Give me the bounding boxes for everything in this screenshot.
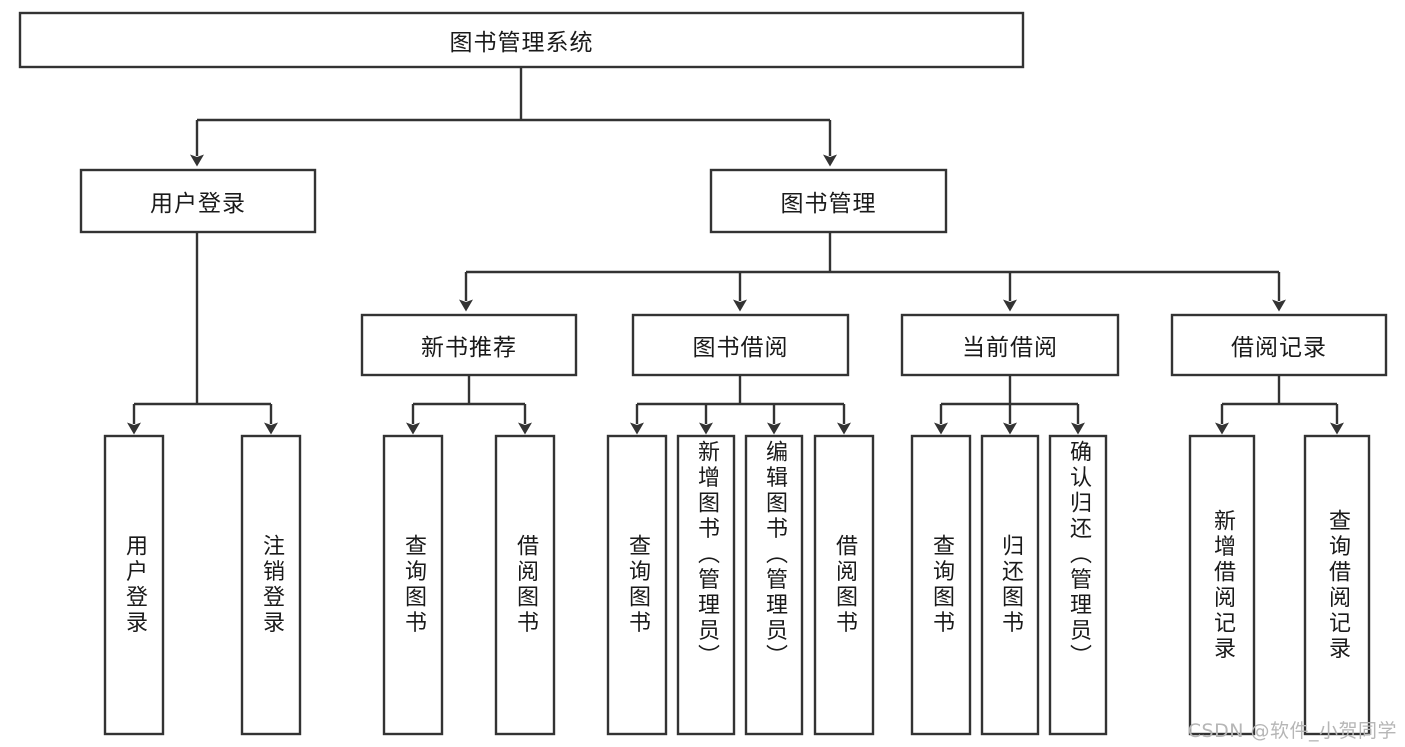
edges-userlogin-to-leaves (127, 232, 278, 435)
node-box-new-book-rec[interactable] (360, 313, 578, 377)
node-box-leaf-query-book-2[interactable] (606, 434, 668, 736)
node-box-leaf-query-book-3[interactable] (910, 434, 972, 736)
edges-bookmanage-to-level3 (459, 232, 1286, 312)
node-box-book-borrow[interactable] (631, 313, 850, 377)
node-box-user-login[interactable] (79, 168, 317, 234)
node-box-current-borrow[interactable] (900, 313, 1120, 377)
node-box-book-manage[interactable] (709, 168, 948, 234)
edges-root-to-level2 (190, 67, 837, 167)
edges-currentborrow-to-leaves (934, 375, 1085, 435)
node-box-leaf-add-book[interactable] (676, 434, 736, 736)
node-box-borrow-record[interactable] (1170, 313, 1388, 377)
node-box-root[interactable] (18, 11, 1025, 69)
node-box-leaf-borrow-book-2[interactable] (813, 434, 875, 736)
node-box-leaf-logout-login[interactable] (240, 434, 302, 736)
csdn-watermark: CSDN @软件_小贺同学 (1187, 720, 1397, 742)
edges-borrowrecord-to-leaves (1215, 375, 1344, 435)
node-box-leaf-query-record[interactable] (1303, 434, 1371, 736)
node-box-leaf-borrow-book-1[interactable] (494, 434, 556, 736)
node-box-leaf-return-book[interactable] (980, 434, 1040, 736)
node-box-leaf-user-login[interactable] (103, 434, 165, 736)
node-box-leaf-query-book-1[interactable] (382, 434, 444, 736)
edges-bookborrow-to-leaves (630, 375, 851, 435)
node-box-leaf-add-record[interactable] (1188, 434, 1256, 736)
edges-newbookrec-to-leaves (406, 375, 532, 435)
node-box-leaf-confirm-return[interactable] (1048, 434, 1108, 736)
node-box-leaf-edit-book[interactable] (744, 434, 804, 736)
